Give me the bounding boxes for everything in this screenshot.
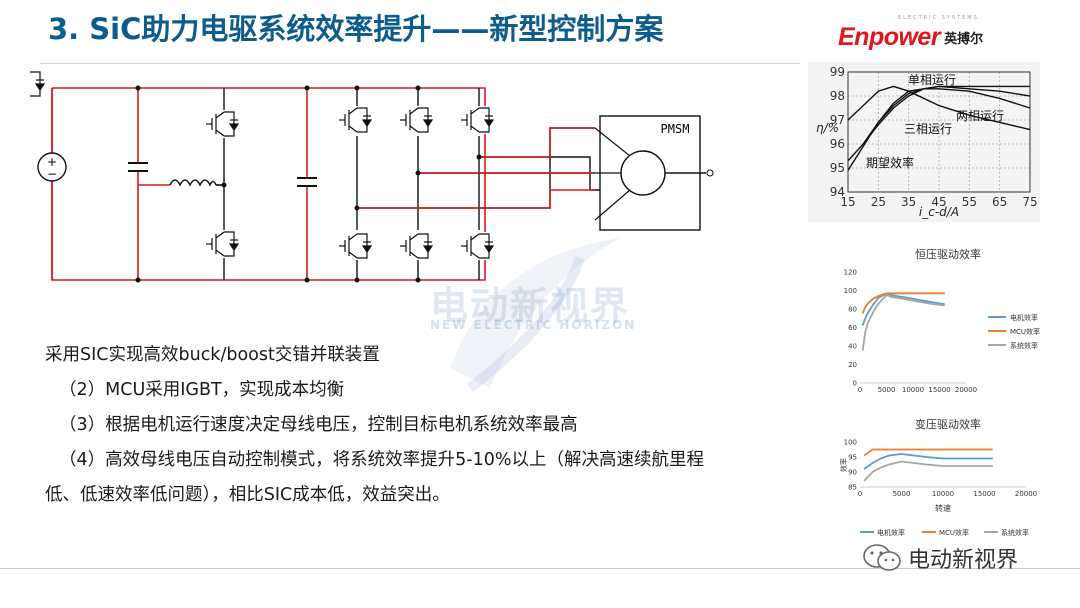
y-tick-label: 40	[848, 342, 857, 350]
watermark-swoosh	[450, 238, 620, 392]
chart-title: 变压驱动效率	[915, 417, 981, 431]
x-tick-label: 10000	[902, 386, 924, 394]
x-tick-label: 5000	[893, 490, 911, 498]
variable-voltage-efficiency-chart: 0 5000 10000 15000 20000 85 90 95 100 变压驱动效率效率转速电…	[839, 417, 1037, 537]
x-tick-label: 45	[931, 195, 946, 209]
x-tick-label: 10000	[932, 490, 954, 498]
legend-label: 系统效率	[1010, 341, 1038, 350]
x-tick-label: 20000	[1015, 490, 1037, 498]
x-tick-label: 20000	[955, 386, 977, 394]
y-tick-label: 99	[830, 65, 845, 79]
legend-label: MCU效率	[939, 528, 969, 537]
brand-name: 电动新视界	[908, 548, 1019, 573]
svg-text:−: −	[47, 167, 57, 181]
logo-tagline: ELECTRIC SYSTEMS	[898, 15, 979, 21]
chart-title: 恒压驱动效率	[915, 247, 981, 261]
curve-annotation: 三相运行	[904, 122, 952, 136]
series-line	[861, 292, 945, 326]
y-tick-label: 0	[853, 379, 857, 387]
y-axis-label: 效率	[839, 458, 848, 472]
series-line	[863, 448, 993, 457]
body-line-2: （2）MCU采用IGBT，实现成本均衡	[59, 380, 345, 400]
body-line-1: 采用SIC实现高效buck/boost交错并联装置	[45, 345, 380, 365]
x-tick-label: 65	[992, 195, 1007, 209]
footer-divider	[0, 568, 1080, 569]
x-tick-label: 0	[858, 386, 862, 394]
series-line	[863, 453, 993, 470]
circuit-diagram: + −	[30, 70, 714, 283]
watermark-text: 电动新视界	[430, 284, 631, 328]
header-divider	[40, 63, 800, 64]
y-axis-label: η/%	[816, 121, 839, 135]
pmsm-motor: PMSM	[594, 115, 714, 231]
y-tick-label: 97	[830, 113, 845, 127]
motor-label: PMSM	[661, 122, 690, 136]
plot-frame	[847, 71, 1031, 193]
x-tick-label: 15	[840, 195, 855, 209]
y-tick-label: 100	[844, 287, 857, 295]
x-axis-label: 转速	[935, 503, 951, 513]
brand-footer: 电动新视界	[862, 542, 1018, 574]
x-tick-label: 15000	[928, 386, 950, 394]
efficiency-vs-current-chart: 15 25 35 45 55 65 75 94 95 96 97 98 99 η/% i_c-d/A 单相运行…	[808, 62, 1040, 222]
enpower-logo: ELECTRIC SYSTEMS Enpower 英搏尔	[838, 15, 984, 51]
body-text: 采用SIC实现高效buck/boost交错并联装置 （2）MCU采用IGBT，实…	[45, 340, 825, 515]
y-tick-label: 90	[848, 468, 857, 476]
watermark-subtext: NEW ELECTRIC HORIZON	[430, 318, 637, 332]
constant-voltage-efficiency-chart: 0 5000 10000 15000 20000 0 20 40 60 80 100 120 恒压驱动效…	[844, 247, 1040, 394]
curve-annotation: 两相运行	[956, 109, 1004, 123]
x-axis-label: i_c-d/A	[919, 205, 959, 219]
wechat-icon	[863, 544, 901, 571]
series-line	[861, 292, 945, 314]
logo-chinese-name: 英搏尔	[944, 32, 984, 47]
y-tick-label: 20	[848, 361, 857, 369]
body-line-5: 低、低速效率低问题），相比SIC成本低，效益突出。	[45, 485, 450, 505]
x-tick-label: 0	[858, 490, 862, 498]
legend-label: MCU效率	[1010, 327, 1040, 336]
y-tick-label: 96	[830, 137, 845, 151]
y-tick-label: 100	[844, 438, 857, 446]
svg-text:+: +	[47, 155, 57, 169]
x-tick-label: 75	[1022, 195, 1037, 209]
series-line	[863, 460, 993, 482]
legend-label: 电机效率	[1010, 313, 1038, 322]
y-tick-label: 120	[844, 268, 857, 276]
x-tick-label: 35	[901, 195, 916, 209]
y-tick-label: 98	[830, 89, 845, 103]
curve-annotation: 单相运行	[908, 73, 956, 87]
y-tick-label: 60	[848, 324, 857, 332]
y-tick-label: 85	[848, 483, 857, 491]
body-line-3: （3）根据电机运行速度决定母线电压，控制目标电机系统效率最高	[59, 415, 578, 435]
y-tick-label: 95	[830, 161, 845, 175]
body-line-4: （4）高效母线电压自动控制模式，将系统效率提升5-10%以上（解决高速续航里程	[59, 450, 704, 470]
logo-wordmark: Enpower	[838, 23, 941, 51]
series-line	[861, 294, 945, 351]
battery-symbol: + −	[37, 152, 67, 182]
y-tick-label: 94	[830, 185, 845, 199]
x-tick-label: 55	[962, 195, 977, 209]
y-tick-label: 95	[848, 453, 857, 461]
x-tick-label: 25	[871, 195, 886, 209]
series-line	[847, 85, 1030, 171]
legend-label: 系统效率	[1001, 528, 1029, 537]
y-tick-label: 80	[848, 305, 857, 313]
legend-label: 电机效率	[877, 528, 905, 537]
slide-title: 3. SiC助力电驱系统效率提升——新型控制方案	[48, 12, 664, 46]
curve-annotation: 期望效率	[866, 155, 914, 170]
x-tick-label: 5000	[878, 386, 896, 394]
x-tick-label: 15000	[973, 490, 995, 498]
